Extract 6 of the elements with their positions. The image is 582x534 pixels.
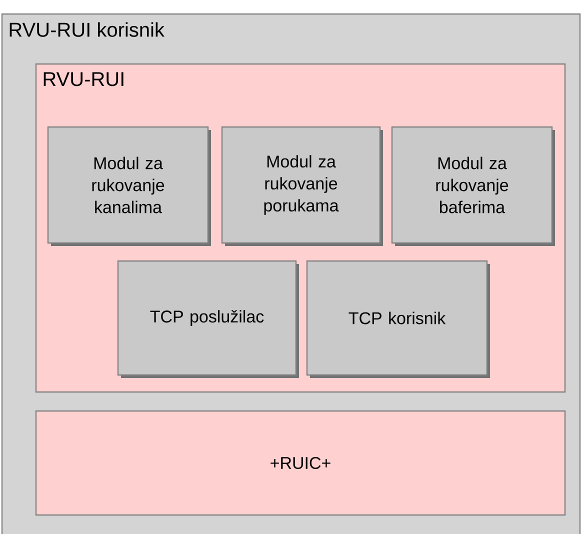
module-box: Modul za rukovanje baferima (391, 126, 555, 246)
module-box: Modul za rukovanje kanalima (47, 126, 211, 246)
module-box: Modul za rukovanje porukama (221, 126, 383, 246)
component-box: +RUIC+ (35, 410, 566, 516)
module-box: TCP korisnik (306, 260, 490, 378)
module-box: TCP poslužilac (117, 260, 299, 378)
